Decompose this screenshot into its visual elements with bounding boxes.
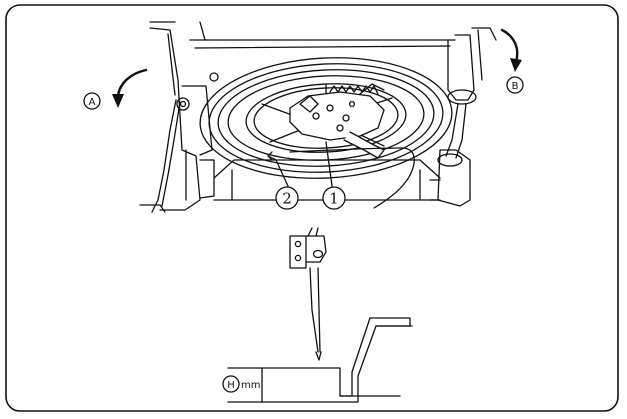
- hook-assembly-illustration: [139, 21, 497, 213]
- callout-1: 1: [322, 186, 346, 210]
- rotation-arrow-b: [500, 28, 522, 72]
- dim-h-label: H mm: [222, 375, 260, 393]
- callout-1-text: 1: [329, 190, 339, 208]
- needle-tip: [315, 351, 322, 361]
- dim-h-unit: mm: [241, 380, 260, 391]
- hook-point-contour: [271, 317, 411, 403]
- label-b-text: B: [512, 81, 519, 92]
- callout-2-leader: [267, 155, 289, 187]
- left-lever-rod: [151, 99, 181, 213]
- callout-1-leader: [325, 141, 333, 187]
- figure-frame: [5, 4, 619, 412]
- gear-teeth: [329, 85, 379, 95]
- rotation-arrow-a: [112, 68, 148, 108]
- label-a-marker: A: [83, 92, 101, 110]
- bed-top-edge: [189, 39, 456, 49]
- label-a-text: A: [89, 97, 96, 108]
- hook-race-outer: [199, 57, 453, 179]
- callout-2: 2: [275, 186, 299, 210]
- hook-holder-plate: [289, 91, 385, 141]
- dim-h-letter: H: [227, 380, 235, 391]
- left-frame-arm: [149, 27, 201, 211]
- right-post: [437, 149, 471, 207]
- bed-upper-line: [149, 21, 206, 41]
- label-b-marker: B: [506, 76, 524, 94]
- thread-path: [289, 147, 415, 209]
- callout-2-text: 2: [282, 190, 292, 208]
- right-frame-arm: [447, 34, 475, 101]
- needle-shaft: [309, 267, 321, 353]
- needle-clamp: [289, 235, 327, 269]
- needle-height-illustration: [227, 227, 413, 403]
